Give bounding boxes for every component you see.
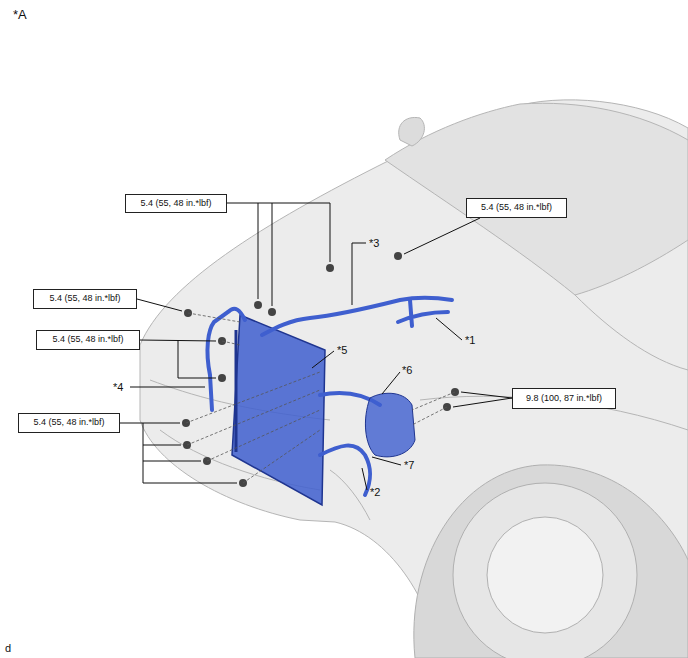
leader-lines [120,423,237,483]
callout-number: *6 [401,364,413,376]
torque-value: 5.4 (55, 48 in.*lbf) [49,294,120,304]
leader-lines [362,468,367,490]
leader-lines [137,299,182,311]
callout-number: *3 [368,237,380,249]
leader-lines [352,243,366,305]
condenser [232,315,325,505]
torque-value: 5.4 (55, 48 in.*lbf) [33,418,104,428]
leader-lines [227,203,330,306]
dashed-bolt-paths [186,313,455,483]
torque-value: 5.4 (55, 48 in.*lbf) [481,203,552,213]
condenser [232,315,325,505]
callout-number: *7 [403,459,415,471]
torque-spec-box: 5.4 (55, 48 in.*lbf) [466,198,567,218]
torque-spec-box: 5.4 (55, 48 in.*lbf) [18,413,120,433]
condenser [235,330,238,452]
bolt-symbols [394,252,402,260]
torque-value: 5.4 (55, 48 in.*lbf) [52,335,123,345]
leader-lines [130,387,205,388]
callout-number: *1 [464,334,476,346]
torque-spec-box: 5.4 (55, 48 in.*lbf) [33,289,137,309]
callout-number: *2 [369,486,381,498]
leader-lines [436,318,462,340]
callout-number: d [4,642,12,654]
refrigerant-pipes [207,309,245,410]
bolt-symbols [326,264,334,272]
bolt-symbols [218,374,226,382]
leader-lines [404,218,480,254]
compressor [365,393,415,457]
wheel [487,517,603,633]
leader-lines [453,392,512,407]
callout-number: *4 [112,381,124,393]
torque-spec-box: 5.4 (55, 48 in.*lbf) [36,330,140,350]
wheel [453,483,637,658]
refrigerant-pipes [320,446,370,495]
bolt-symbols [182,252,459,487]
wheel [414,465,688,658]
vehicle-body [399,117,425,146]
torque-spec-box: 9.8 (100, 87 in.*lbf) [512,388,616,409]
refrigerant-pipes [207,298,452,495]
bolt-symbols [254,301,262,309]
torque-value: 9.8 (100, 87 in.*lbf) [526,394,602,404]
dashed-bolt-paths [186,313,455,483]
leader-lines [120,203,512,490]
leader-lines [312,351,334,368]
bolt-symbols [268,308,276,316]
callout-number: *A [12,8,28,22]
refrigerant-pipes [262,298,452,335]
leader-lines [382,372,400,394]
torque-spec-box: 5.4 (55, 48 in.*lbf) [125,194,227,213]
vehicle-body [385,103,688,295]
vehicle-body [575,295,688,370]
leader-lines [140,340,216,378]
torque-value: 5.4 (55, 48 in.*lbf) [140,199,211,209]
leader-lines [372,457,401,465]
callout-number: *5 [336,344,348,356]
compressor [365,393,415,457]
